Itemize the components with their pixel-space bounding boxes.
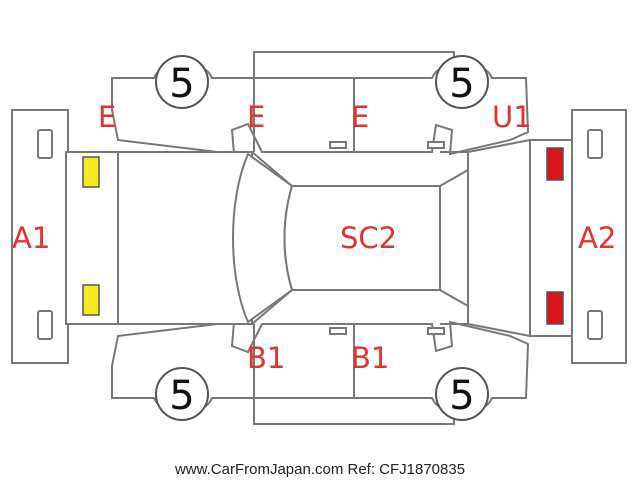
car-body-top xyxy=(65,138,573,338)
tire-right-front-grade: 5 xyxy=(449,373,474,419)
footer-watermark: www.CarFromJapan.com Ref: CFJ1870835 xyxy=(174,461,465,478)
label-left-rear-door: E xyxy=(247,100,265,134)
label-right-rear-door: B1 xyxy=(247,341,285,375)
front-light-right xyxy=(546,291,564,325)
label-roof: SC2 xyxy=(340,221,397,255)
label-rear-bumper: A1 xyxy=(12,221,50,255)
rear-light-right xyxy=(82,284,100,316)
rear-bumper xyxy=(11,109,69,364)
label-front-bumper: A2 xyxy=(578,221,616,255)
rear-light-left xyxy=(82,156,100,188)
tire-right-front: 5 xyxy=(435,367,489,421)
tire-right-rear-grade: 5 xyxy=(169,373,194,419)
front-light-left xyxy=(546,147,564,181)
label-left-front-door: E xyxy=(351,100,369,134)
label-left-rear-quarter: E xyxy=(98,100,116,134)
tire-left-front-grade: 5 xyxy=(449,61,474,107)
tire-left-rear: 5 xyxy=(155,55,209,109)
tire-left-rear-grade: 5 xyxy=(169,61,194,107)
label-right-front-door: B1 xyxy=(351,341,389,375)
tire-right-rear: 5 xyxy=(155,367,209,421)
right-side-panel xyxy=(111,320,530,425)
label-left-front-fender: U1 xyxy=(492,100,532,134)
tire-left-front: 5 xyxy=(435,55,489,109)
